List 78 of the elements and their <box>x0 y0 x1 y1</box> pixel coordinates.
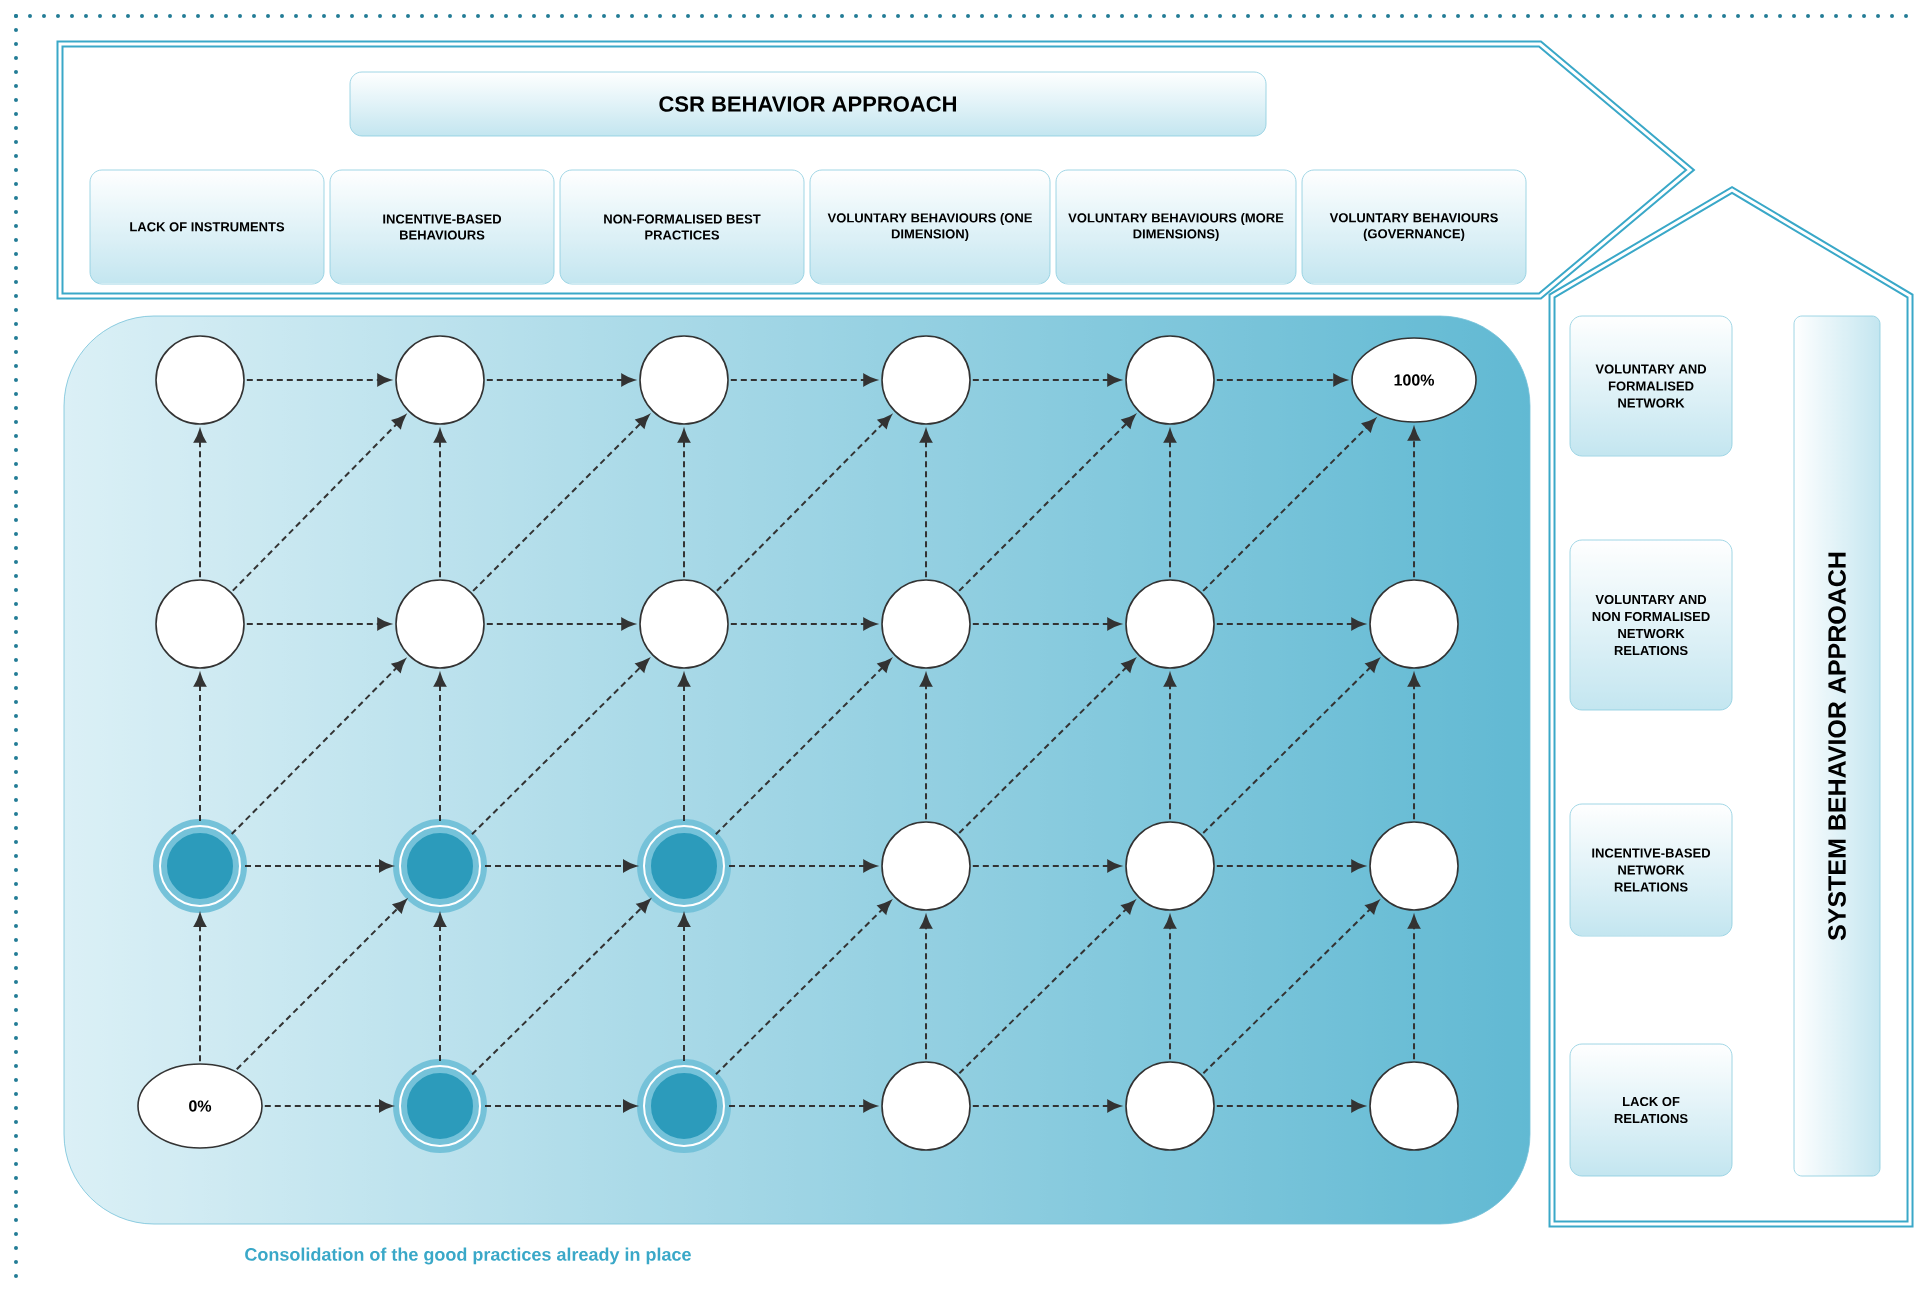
arrow <box>958 900 1136 1075</box>
arrow <box>677 673 691 822</box>
arrow <box>971 859 1121 873</box>
state-circle <box>1125 335 1215 425</box>
caption: Consolidation of the good practices already in place <box>245 1247 691 1265</box>
arrow <box>714 900 892 1076</box>
arrow <box>1163 429 1177 579</box>
state-circle <box>1125 579 1215 669</box>
arrow <box>484 1099 637 1113</box>
arrow <box>485 617 635 631</box>
arrow <box>1202 658 1380 835</box>
arrow <box>1163 915 1177 1061</box>
arrow <box>729 373 877 387</box>
state-circle <box>155 579 245 669</box>
state-circle <box>881 1061 971 1151</box>
arrow <box>244 859 393 873</box>
arrow <box>470 658 650 836</box>
arrow <box>245 617 391 631</box>
state-circle <box>881 335 971 425</box>
arrow <box>919 915 933 1061</box>
state-circle <box>639 579 729 669</box>
state-circle <box>1125 821 1215 911</box>
arrow <box>677 429 691 579</box>
arrow <box>231 414 406 592</box>
arrow <box>715 414 892 592</box>
arrow <box>235 899 407 1071</box>
arrow <box>471 899 651 1076</box>
state-circle <box>637 819 731 913</box>
arrow <box>193 429 207 579</box>
arrow <box>919 429 933 579</box>
state-circle <box>1125 1061 1215 1151</box>
arrow <box>433 429 447 579</box>
state-circle <box>639 335 729 425</box>
arrow <box>1215 617 1365 631</box>
state-circle <box>1369 579 1459 669</box>
arrow <box>971 373 1121 387</box>
arrow <box>728 859 877 873</box>
state-circle <box>395 579 485 669</box>
arrow <box>1202 418 1376 592</box>
state-circle <box>155 335 245 425</box>
state-circle <box>1369 1061 1459 1151</box>
arrow <box>728 1099 877 1113</box>
arrow <box>958 414 1136 592</box>
arrow <box>263 1099 393 1113</box>
arrow <box>1202 900 1380 1075</box>
arrow <box>1407 915 1421 1061</box>
arrow <box>1407 427 1421 579</box>
arrow <box>433 913 447 1062</box>
arrow <box>193 673 207 822</box>
vertical-heading-bar: SYSTEM BEHAVIOR APPROACH <box>1793 315 1881 1177</box>
arrow <box>729 617 877 631</box>
arrow <box>971 1099 1121 1113</box>
arrow <box>193 913 207 1063</box>
arrow <box>714 658 892 836</box>
state-circle <box>881 821 971 911</box>
state-circle <box>393 1059 487 1153</box>
arrow <box>919 673 933 821</box>
arrow <box>245 373 391 387</box>
arrow <box>958 658 1136 835</box>
arrow <box>433 673 447 822</box>
arrow <box>971 617 1121 631</box>
state-circle <box>153 819 247 913</box>
state-circle <box>395 335 485 425</box>
state-circle <box>637 1059 731 1153</box>
state-circle <box>881 579 971 669</box>
heading-box: CSR BEHAVIOR APPROACH <box>349 71 1267 137</box>
arrow <box>1215 1099 1365 1113</box>
arrow <box>472 414 650 592</box>
arrow <box>1215 373 1347 387</box>
arrow <box>230 658 406 836</box>
arrow <box>677 913 691 1062</box>
arrow <box>1215 859 1365 873</box>
arrow <box>484 859 637 873</box>
state-circle <box>393 819 487 913</box>
state-circle <box>1369 821 1459 911</box>
arrow <box>485 373 635 387</box>
arrow <box>1163 673 1177 821</box>
arrow <box>1407 673 1421 821</box>
